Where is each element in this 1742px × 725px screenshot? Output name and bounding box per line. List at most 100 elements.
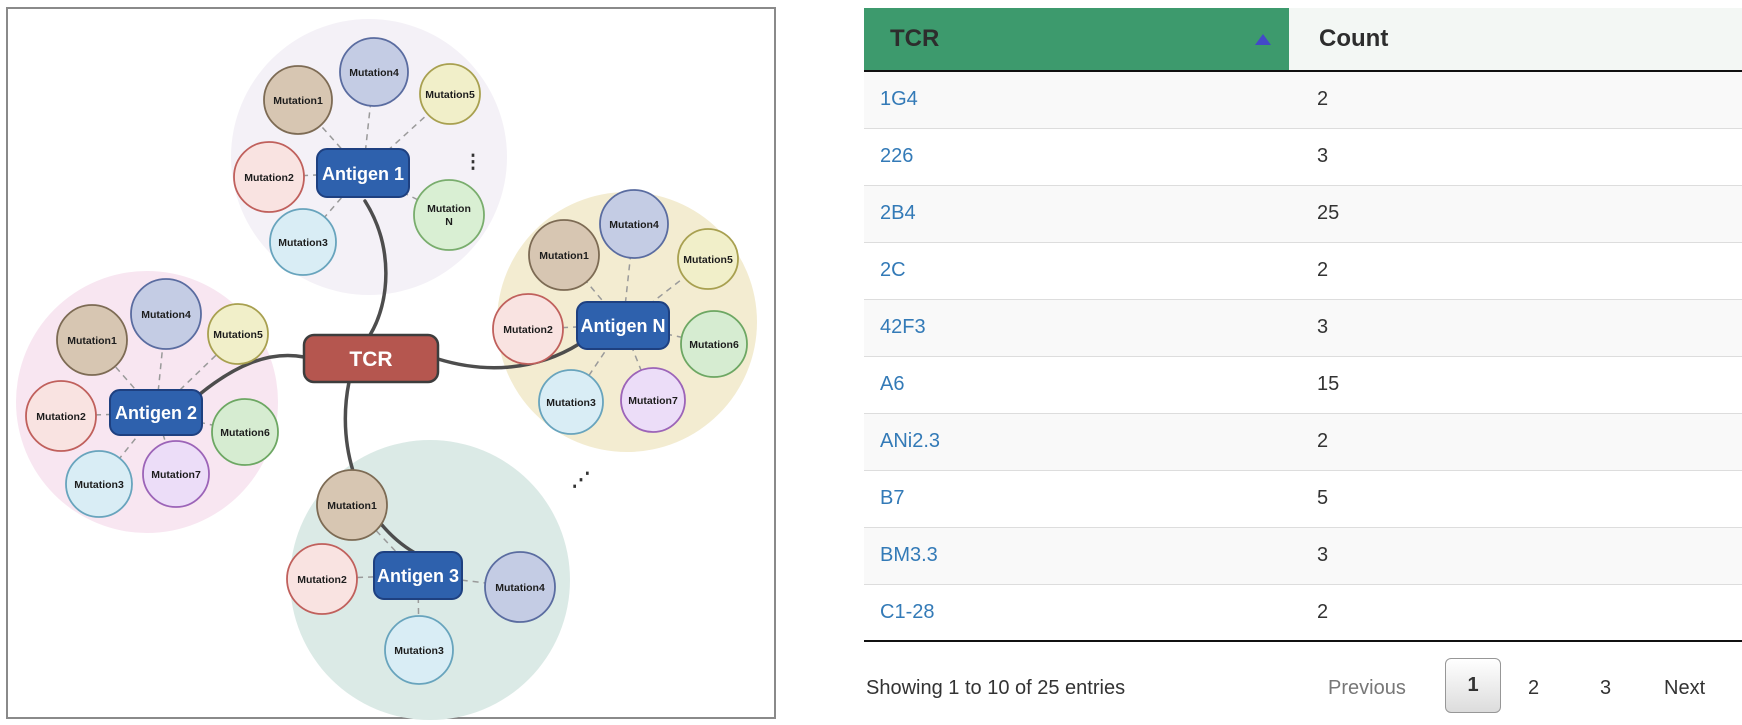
antigen-1-label: Antigen 1 [322,164,404,184]
tcr-link[interactable]: BM3.3 [880,544,938,566]
antigen-n-node: Antigen N [576,301,670,350]
mutation-label: Mutation7 [628,395,678,407]
mutation-label: Mutation5 [213,329,263,341]
tcr-link[interactable]: C1-28 [880,600,935,623]
tcr-network-svg: Mutation1 Mutation4 Mutation5 Mutation2 … [16,19,757,720]
mutation-node: Mutation3 [384,615,454,685]
mutation-node: Mutation3 [538,369,604,435]
tcr-link[interactable]: A6 [880,373,905,395]
antigen-n-label: Antigen N [581,316,666,336]
cluster-antigen-2: Mutation1 Mutation4 Mutation5 Mutation2 … [25,278,279,518]
table-row: A6 15 [864,356,1742,413]
table-row: ANi2.3 2 [864,413,1742,470]
table-footer: Showing 1 to 10 of 25 entries Previous 1… [864,640,1735,725]
cluster-antigen-1: Mutation1 Mutation4 Mutation5 Mutation2 … [233,37,485,276]
entries-summary: Showing 1 to 10 of 25 entries [866,677,1126,699]
mutation-node: Mutation3 [269,208,337,276]
mutation-node: Mutation7 [142,440,210,508]
mutation-label: Mutation4 [495,582,545,594]
count-cell: 3 [1317,544,1329,566]
mutation-label: Mutation6 [220,427,270,439]
mutation-label: Mutation5 [425,89,475,101]
mutation-node: Mutation3 [65,450,133,518]
mutation-label: Mutation2 [297,574,347,586]
mutation-label: Mutation4 [609,219,659,231]
mutation-label: Mutation1 [327,500,377,512]
table-row: 226 3 [864,128,1742,185]
svg-text:Mutation: Mutation [427,203,471,215]
antigen-3-label: Antigen 3 [377,566,459,586]
mutation-node: Mutation2 [233,141,305,213]
count-cell: 2 [1317,430,1329,452]
more-antigens-ellipsis-icon: ⋮ [464,152,483,173]
tcr-link[interactable]: 2B4 [880,202,916,224]
tcr-count-table: TCR Count 1G4 2 226 3 2B4 25 2C 2 42F3 3 A6 15… [864,8,1742,642]
tcr-label: TCR [349,348,392,371]
table-row: 2C 2 [864,242,1742,299]
pagination-previous-button[interactable]: Previous [1328,677,1406,699]
mutation-label: Mutation2 [244,172,294,184]
mutation-n-line2: N [445,216,453,228]
mutation-label: Mutation6 [689,339,739,351]
count-cell: 3 [1317,316,1329,338]
pagination-next-button[interactable]: Next [1664,677,1706,699]
tcr-network-diagram-panel: Mutation1 Mutation4 Mutation5 Mutation2 … [6,7,776,720]
mutation-node: Mutation6 [211,398,279,466]
tcr-link[interactable]: 1G4 [880,88,918,111]
antigen-3-node: Antigen 3 [373,551,463,600]
mutation-label: Mutation5 [683,254,733,266]
cluster-antigen-3: Mutation1 Mutation2 Mutation4 Mutation3 … [286,469,556,685]
mutation-node: Mutation1 [528,219,600,291]
cluster-antigen-n: Mutation1 Mutation4 Mutation5 Mutation2 … [492,189,748,491]
table-row: 2B4 25 [864,185,1742,242]
mutation-n-line1: Mutation [427,203,471,215]
table-row: BM3.3 3 [864,527,1742,584]
count-header-label: Count [1319,25,1389,52]
mutation-label: Mutation3 [278,237,328,249]
mutation-node: Mutation4 [339,37,409,107]
tcr-link[interactable]: B7 [880,487,905,509]
column-header-count[interactable]: Count [1289,8,1742,71]
mutation-label: Mutation7 [151,469,201,481]
mutation-node: Mutation5 [207,303,269,365]
mutation-node: Mutation2 [286,543,358,615]
mutation-label: Mutation3 [546,397,596,409]
table-row: 42F3 3 [864,299,1742,356]
mutation-label: Mutation4 [141,309,191,321]
more-clusters-ellipsis-icon: ⋰ [572,470,591,491]
tcr-node: TCR [302,333,440,384]
mutation-node: Mutation6 [680,310,748,378]
pagination-page-2-button[interactable]: 2 [1528,677,1540,699]
tcr-link[interactable]: 42F3 [880,316,926,338]
column-header-tcr[interactable]: TCR [864,8,1289,71]
count-cell: 2 [1317,88,1329,111]
mutation-label: Mutation2 [36,411,86,423]
antigen-2-label: Antigen 2 [115,403,197,423]
mutation-node: Mutation5 [419,63,481,125]
mutation-node: Mutation4 [130,278,202,350]
antigen-1-node: Antigen 1 [316,148,410,198]
tcr-link[interactable]: ANi2.3 [880,430,941,452]
mutation-node: Mutation2 [25,380,97,452]
mutation-node: Mutation5 [677,228,739,290]
mutation-label: Mutation3 [394,645,444,657]
mutation-label: Mutation4 [349,67,399,79]
tcr-link[interactable]: 226 [880,145,914,167]
pagination-page-1-button[interactable]: 1 [1445,658,1501,713]
mutation-node: Mutation1 [263,65,333,135]
count-cell: 3 [1317,145,1329,167]
tcr-link[interactable]: 2C [880,259,906,281]
count-cell: 2 [1317,259,1329,281]
mutation-label: Mutation3 [74,479,124,491]
mutation-node: Mutation1 [316,469,388,541]
table-row: 1G4 2 [864,71,1742,128]
pagination-page-3-button[interactable]: 3 [1600,677,1612,699]
svg-text:N: N [445,216,453,228]
count-cell: 25 [1317,202,1340,224]
count-cell: 15 [1317,373,1340,395]
mutation-node-n: Mutation N [413,179,485,251]
mutation-label: Mutation1 [67,335,117,347]
mutation-node: Mutation2 [492,293,564,365]
